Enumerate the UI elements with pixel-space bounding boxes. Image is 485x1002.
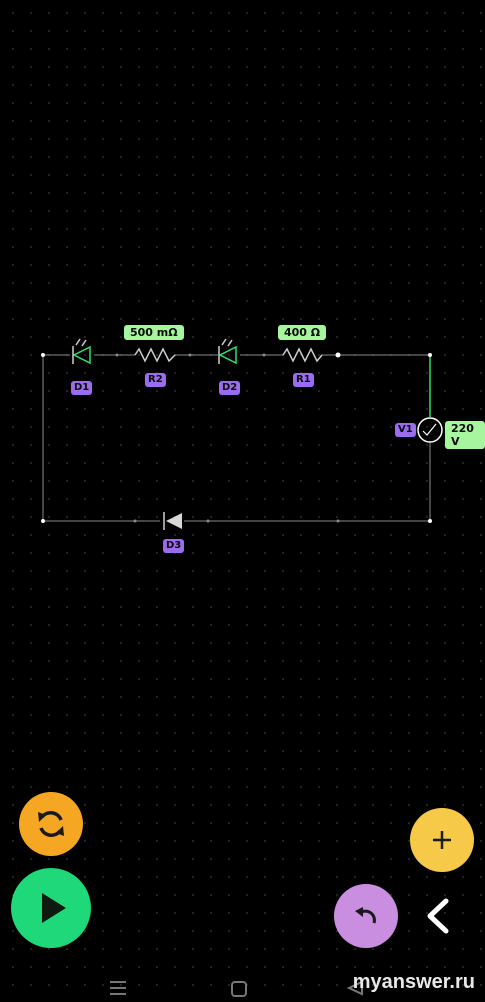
node-dot[interactable] — [428, 353, 432, 357]
junction-dot — [188, 353, 192, 357]
play-icon — [42, 893, 66, 923]
junction-dot — [115, 353, 119, 357]
node-dot[interactable] — [41, 519, 45, 523]
led-d1-symbol[interactable] — [72, 338, 91, 365]
junction-dot — [336, 519, 340, 523]
resistor-r2-symbol[interactable] — [134, 347, 176, 363]
node-dot[interactable] — [41, 353, 45, 357]
resistor-r1-symbol[interactable] — [282, 347, 323, 363]
component-label-d3[interactable]: D3 — [163, 539, 185, 553]
refresh-icon — [38, 811, 64, 837]
add-component-button[interactable] — [410, 808, 474, 872]
back-triangle-icon[interactable] — [346, 980, 364, 1000]
component-label-v1[interactable]: V1 — [395, 423, 416, 437]
junction-dot — [262, 353, 266, 357]
menu-icon[interactable] — [108, 980, 128, 1000]
junction-dot — [206, 519, 210, 523]
led-d2-symbol[interactable] — [218, 338, 237, 365]
undo-icon — [355, 907, 376, 924]
undo-button[interactable] — [334, 884, 398, 948]
plus-icon — [433, 831, 451, 849]
play-button[interactable] — [11, 868, 91, 948]
component-label-r2[interactable]: R2 — [145, 373, 166, 387]
value-label-r2[interactable]: 500 mΩ — [124, 325, 184, 340]
node-dot[interactable] — [428, 519, 432, 523]
chevron-left-icon — [427, 898, 449, 934]
home-square-icon[interactable] — [230, 980, 248, 1002]
component-label-r1[interactable]: R1 — [293, 373, 314, 387]
diode-d3-symbol[interactable] — [163, 512, 182, 530]
reload-button[interactable] — [19, 792, 83, 856]
watermark: myanswer.ru — [352, 971, 475, 993]
ac-source-v1-symbol[interactable] — [417, 417, 443, 443]
component-label-d2[interactable]: D2 — [219, 381, 241, 395]
value-label-r1[interactable]: 400 Ω — [278, 325, 327, 340]
value-label-v1[interactable]: 220 V — [445, 421, 485, 449]
back-button[interactable] — [418, 896, 458, 936]
junction-dot — [133, 519, 137, 523]
component-label-d1[interactable]: D1 — [71, 381, 93, 395]
node-dot[interactable] — [335, 352, 341, 358]
